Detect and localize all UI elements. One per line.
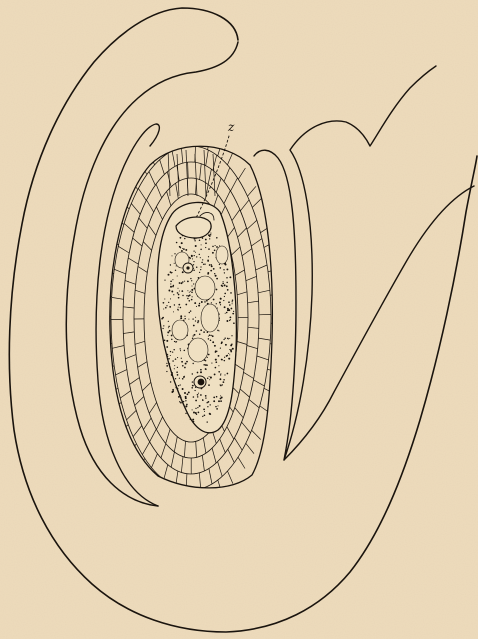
label-z: z <box>227 120 235 134</box>
vacuole <box>172 320 188 340</box>
nucleolus <box>198 379 205 386</box>
nucleolus <box>186 266 189 269</box>
vacuole <box>195 276 215 300</box>
vacuole <box>216 246 228 264</box>
vacuole <box>201 304 219 332</box>
vacuole <box>188 338 208 362</box>
